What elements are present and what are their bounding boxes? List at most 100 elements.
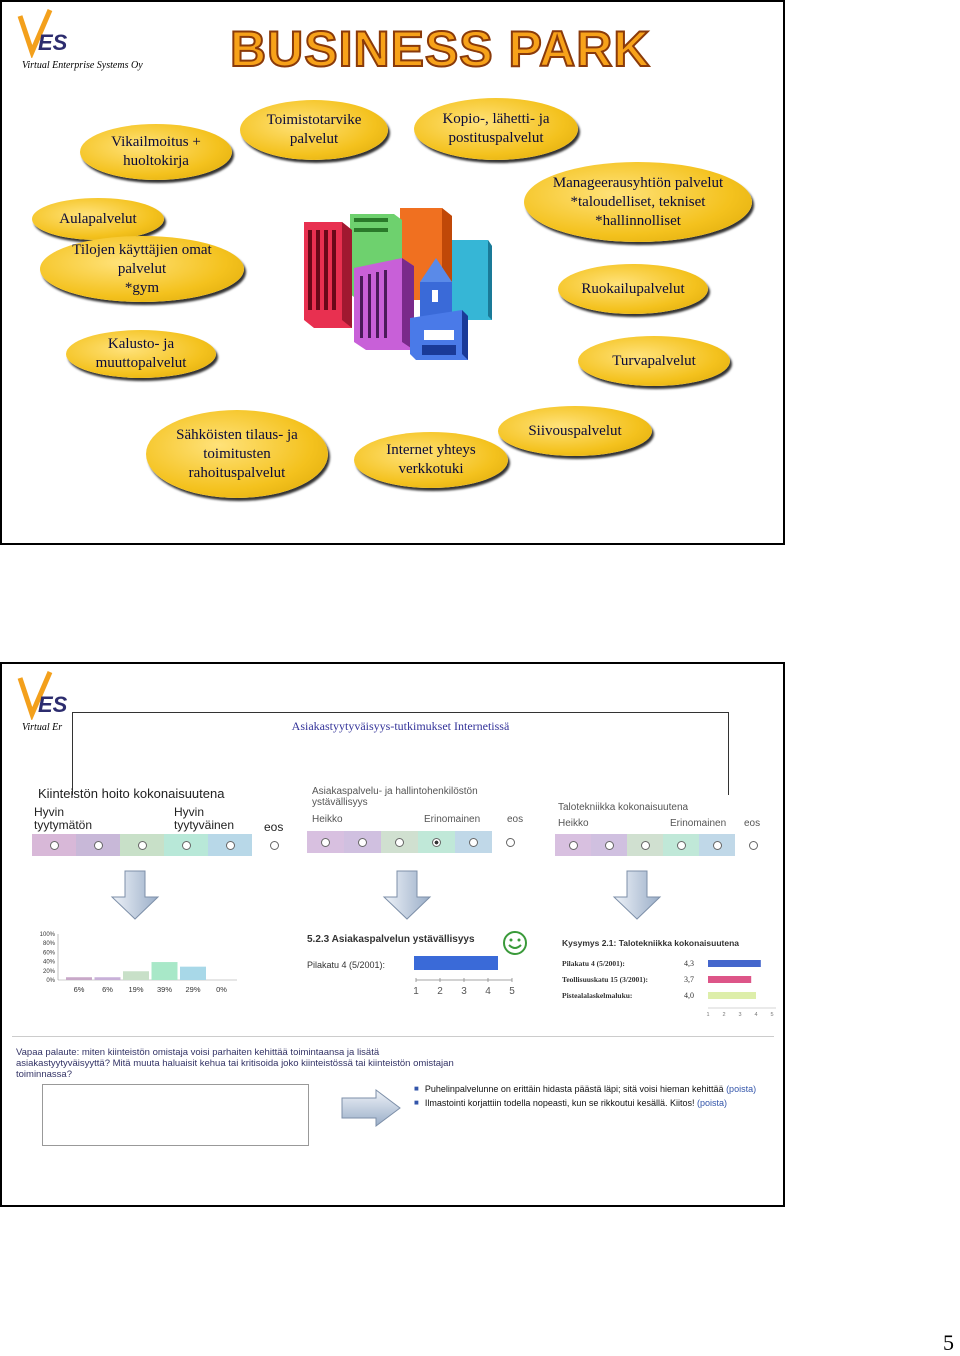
survey3-option[interactable] — [627, 834, 663, 856]
bar — [414, 956, 498, 970]
survey3-option[interactable] — [591, 834, 627, 856]
row-value: 3,7 — [684, 975, 694, 984]
row-label: Pilakatu 4 (5/2001): — [562, 959, 625, 968]
survey1-option[interactable] — [164, 834, 208, 856]
survey3-question: Talotekniikka kokonaisuutena — [558, 802, 689, 813]
survey1-scale[interactable] — [32, 834, 296, 856]
survey2-option[interactable] — [381, 831, 418, 853]
ves-logo-icon: ES — [17, 671, 68, 722]
survey1-option[interactable] — [208, 834, 252, 856]
arrow-right-icon — [341, 1089, 401, 1127]
svg-text:ES: ES — [38, 692, 68, 717]
survey1-option[interactable] — [76, 834, 120, 856]
bar-label: 19% — [128, 985, 143, 994]
bar-label: 29% — [185, 985, 200, 994]
survey2-scale[interactable] — [307, 831, 529, 853]
ves-logo-2: ES — [16, 668, 96, 725]
ves-logo-icon: ES — [17, 9, 68, 60]
survey2-option[interactable] — [455, 831, 492, 853]
service-aula: Aulapalvelut — [32, 198, 164, 240]
delete-link[interactable]: (poista) — [697, 1098, 728, 1108]
ves-logo: ES — [16, 6, 96, 63]
feedback-list: ■ Puhelinpalvelunne on erittäin hidasta … — [414, 1084, 764, 1109]
feedback-item: ■ Ilmastointi korjattiin todella nopeast… — [414, 1098, 764, 1109]
service-internet: Internet yhteys verkkotuki — [354, 432, 508, 488]
bar-label: 6% — [74, 985, 85, 994]
service-ruokailu: Ruokailupalvelut — [558, 264, 708, 314]
survey3-option[interactable] — [699, 834, 735, 856]
smiley-icon — [503, 931, 527, 955]
bar — [708, 960, 761, 967]
x-tick-label: 3 — [461, 986, 467, 997]
arrow-down-icon — [382, 870, 432, 920]
arrow-down-icon — [110, 870, 160, 920]
feedback-textarea[interactable] — [42, 1084, 309, 1146]
x-tick-label: 2 — [722, 1012, 725, 1018]
survey3-scale[interactable] — [555, 834, 771, 856]
x-tick-label: 3 — [738, 1012, 741, 1018]
delete-link[interactable]: (poista) — [726, 1084, 757, 1094]
survey2-left-label: Heikko — [312, 814, 343, 825]
x-tick-label: 5 — [770, 1012, 773, 1018]
x-tick-label: 2 — [437, 986, 443, 997]
title-frame: Asiakastyytyväisyys-tutkimukset Internet… — [72, 712, 729, 795]
bar — [180, 966, 206, 980]
survey1-option-eos[interactable] — [252, 834, 296, 856]
slide-business-park: ES Virtual Enterprise Systems Oy BUSINES… — [0, 0, 785, 545]
bar — [123, 971, 149, 980]
feedback-question: Vapaa palaute: miten kiinteistön omistaj… — [16, 1047, 454, 1080]
feedback-item: ■ Puhelinpalvelunne on erittäin hidasta … — [414, 1084, 764, 1095]
chart3-title: Kysymys 2.1: Talotekniikka kokonaisuuten… — [562, 938, 739, 948]
survey2-option[interactable] — [344, 831, 381, 853]
survey2-option[interactable] — [307, 831, 344, 853]
y-tick-label: 100% — [40, 932, 56, 938]
y-tick-label: 80% — [43, 941, 56, 947]
y-tick-label: 0% — [46, 978, 55, 984]
x-tick-label: 4 — [754, 1012, 757, 1018]
survey1-question: Kiinteistön hoito kokonaisuutena — [38, 786, 225, 801]
row-label: Pistealalaskelmaluku: — [562, 991, 632, 1000]
bar-label: 0% — [216, 985, 227, 994]
bar — [708, 976, 752, 983]
buildings-illustration — [304, 208, 492, 360]
company-name: Virtual Enterprise Systems Oy — [22, 60, 143, 71]
feedback-text: Ilmastointi korjattiin todella nopeasti,… — [424, 1098, 695, 1108]
survey2-option[interactable] — [418, 831, 455, 853]
survey3-right-label: Erinomainen — [670, 818, 727, 829]
bar — [66, 977, 92, 980]
survey3-option[interactable] — [663, 834, 699, 856]
survey3-option-eos[interactable] — [735, 834, 771, 856]
survey2-right-label: Erinomainen — [424, 814, 481, 825]
chart2-row-label: Pilakatu 4 (5/2001): — [307, 960, 386, 970]
survey2-eos-label: eos — [507, 814, 524, 825]
y-tick-label: 40% — [43, 960, 56, 966]
survey1-option[interactable] — [32, 834, 76, 856]
survey2-option-eos[interactable] — [492, 831, 529, 853]
bar — [94, 977, 121, 980]
service-kopio: Kopio-, lähetti- ja postituspalvelut — [414, 98, 578, 160]
survey1-option[interactable] — [120, 834, 164, 856]
bar — [151, 962, 178, 980]
bullet-icon: ■ — [414, 1098, 419, 1107]
row-value: 4,3 — [684, 959, 694, 968]
y-tick-label: 20% — [43, 969, 56, 975]
survey1-eos-label: eos — [264, 820, 284, 834]
survey3-eos-label: eos — [744, 818, 761, 829]
survey1-left-label: Hyvin tyytymätön — [34, 805, 93, 832]
x-tick-label: 5 — [509, 986, 515, 997]
service-tilojen: Tilojen käyttäjien omat palvelut *gym — [40, 236, 244, 302]
page-number: 5 — [943, 1330, 954, 1355]
arrow-down-icon — [612, 870, 662, 920]
bar-label: 39% — [157, 985, 172, 994]
service-siivous: Siivouspalvelut — [498, 406, 652, 456]
business-park-title: BUSINESS PARK — [229, 21, 651, 77]
service-vikailmoitus: Vikailmoitus + huoltokirja — [80, 124, 232, 180]
service-toimistotarvike: Toimistotarvike palvelut — [240, 100, 388, 160]
y-tick-label: 60% — [43, 950, 56, 956]
bar — [708, 992, 756, 999]
survey3-option[interactable] — [555, 834, 591, 856]
service-turva: Turvapalvelut — [578, 336, 730, 386]
row-value: 4,0 — [684, 991, 694, 1000]
